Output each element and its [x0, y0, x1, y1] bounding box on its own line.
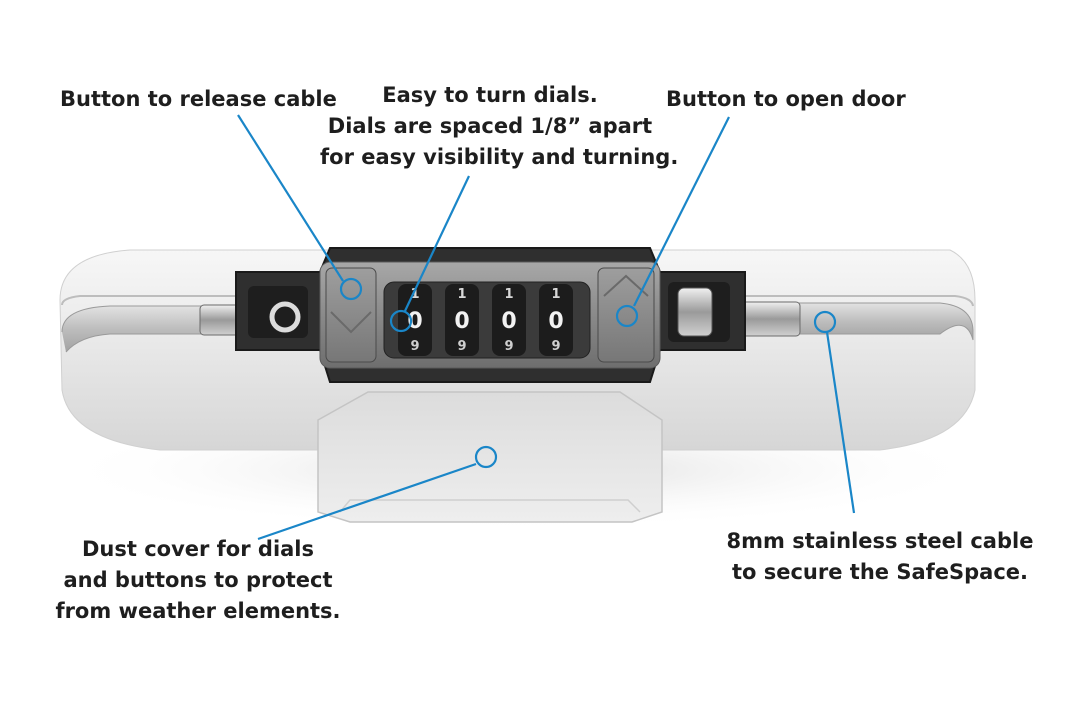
open-door-label: Button to open door: [666, 84, 906, 115]
dial-4-digit-current: 0: [548, 309, 563, 334]
dial-2-digit-above: 1: [457, 287, 466, 302]
dials-label-line-3: for easy visibility and turning.: [320, 145, 679, 169]
callout-dot-dials: [389, 309, 413, 333]
dust-cover-line-2: and buttons to protect: [63, 568, 333, 592]
dust-cover[interactable]: [317, 391, 663, 523]
dials-label-line-1: Easy to turn dials.: [382, 83, 598, 107]
dial-2-digit-current: 0: [454, 309, 469, 334]
dial-3-digit-above: 1: [504, 287, 513, 302]
callout-dot-open: [615, 304, 639, 328]
dial-4-digit-above: 1: [551, 287, 560, 302]
dial-1-digit-above: 1: [410, 287, 419, 302]
cable-latch-ring-left: [269, 301, 301, 333]
dial-1-digit-current: 0: [407, 309, 422, 334]
callout-line-dust: [257, 462, 477, 541]
dust-cover-line-3: from weather elements.: [55, 599, 341, 623]
callout-line-open: [633, 116, 730, 307]
dial-3-digit-current: 0: [501, 309, 516, 334]
dial-4-digit-below: 9: [551, 339, 560, 354]
callout-line-release: [237, 114, 344, 282]
cable-label-line-1: 8mm stainless steel cable: [726, 529, 1034, 553]
dial-2-digit-below: 9: [457, 339, 466, 354]
release-cable-button[interactable]: [325, 267, 377, 363]
dial-1-digit-below: 9: [410, 339, 419, 354]
chevron-up-icon: [603, 274, 649, 297]
dial-window: [383, 281, 591, 359]
callout-lines: [237, 114, 856, 541]
callout-line-dials: [404, 175, 470, 312]
dials-label-line-2: Dials are spaced 1/8” apart: [327, 114, 653, 138]
dials-label: Easy to turn dials. Dials are spaced 1/8…: [320, 80, 679, 173]
dial-wheel-2[interactable]: [445, 284, 479, 356]
dial-wheel-1[interactable]: [398, 284, 432, 356]
combination-dials: 1 0 9 1 0 9 1 0 9 1 0 9: [398, 284, 573, 356]
dial-wheel-4[interactable]: [539, 284, 573, 356]
dust-cover-lip: [339, 499, 641, 513]
cable-label: 8mm stainless steel cable to secure the …: [715, 526, 1045, 588]
dust-cover-label: Dust cover for dials and buttons to prot…: [48, 534, 348, 627]
open-door-button[interactable]: [597, 267, 655, 363]
callout-dot-release: [339, 277, 363, 301]
cable-label-line-2: to secure the SafeSpace.: [731, 560, 1029, 584]
callout-dot-dust: [474, 445, 498, 469]
chevron-down-icon: [330, 311, 372, 334]
dial-wheel-3[interactable]: [492, 284, 526, 356]
release-button-label: Button to release cable: [60, 84, 337, 115]
cable-latch-bolt-right: [677, 287, 713, 337]
open-door-text: Button to open door: [666, 87, 906, 111]
callout-dot-cable: [813, 310, 837, 334]
dial-3-digit-below: 9: [504, 339, 513, 354]
release-button-text: Button to release cable: [60, 87, 337, 111]
dust-cover-line-1: Dust cover for dials: [81, 537, 315, 561]
callout-line-cable: [825, 331, 856, 514]
